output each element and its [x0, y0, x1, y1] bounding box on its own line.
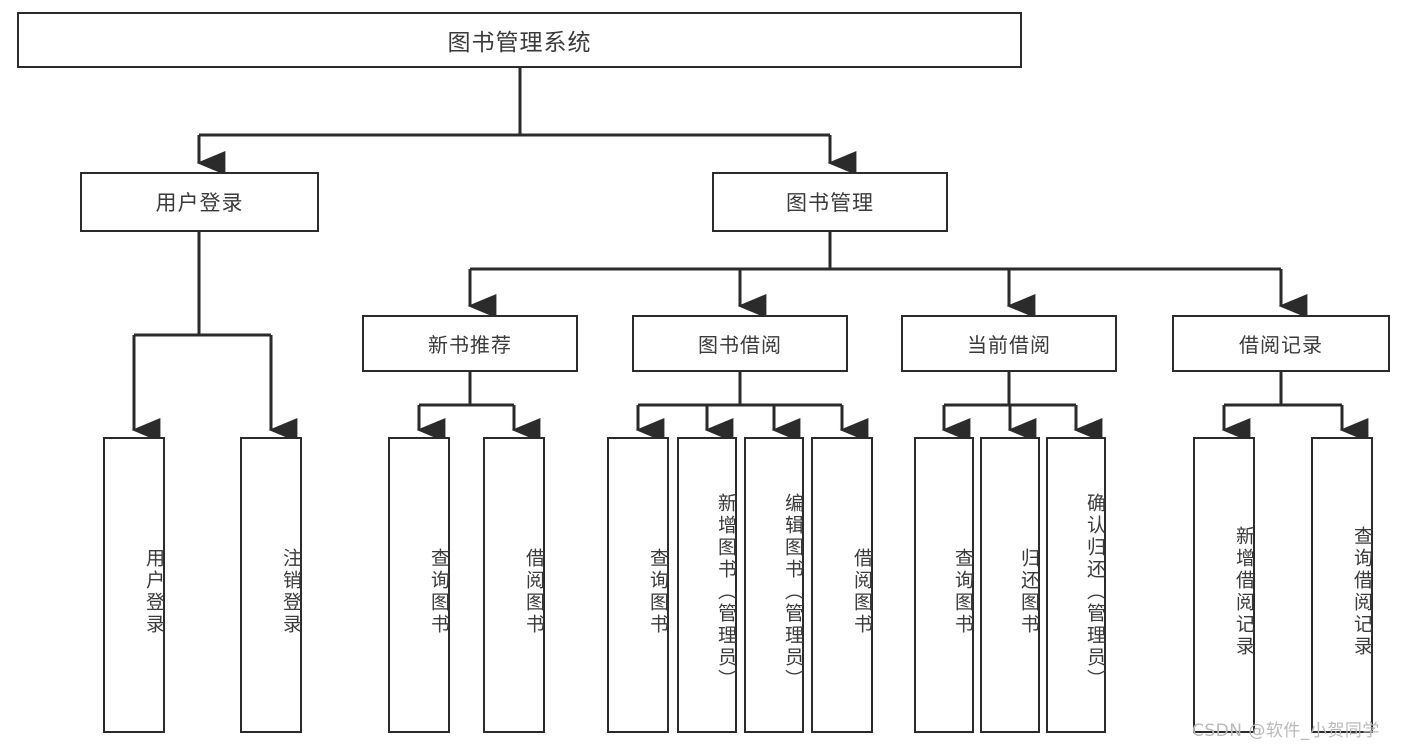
leaf-borrow-add-book-admin[interactable]: 新增图书（管理员）	[677, 437, 737, 733]
leaf-borrow-query-book[interactable]: 查询图书	[607, 437, 669, 733]
leaf-current-query-book[interactable]: 查询图书	[914, 437, 974, 733]
leaf-current-confirm-return-admin[interactable]: 确认归还（管理员）	[1046, 437, 1106, 733]
leaf-record-add-record[interactable]: 新增借阅记录	[1193, 437, 1255, 733]
leaf-borrow-borrow-book[interactable]: 借阅图书	[811, 437, 873, 733]
node-book-management[interactable]: 图书管理	[712, 172, 948, 232]
leaf-new-book-query[interactable]: 查询图书	[388, 437, 450, 733]
leaf-borrow-edit-book-admin[interactable]: 编辑图书（管理员）	[744, 437, 804, 733]
leaf-current-return-book[interactable]: 归还图书	[980, 437, 1040, 733]
leaf-user-login-logout[interactable]: 注销登录	[240, 437, 302, 733]
leaf-record-query-record[interactable]: 查询借阅记录	[1311, 437, 1373, 733]
leaf-new-book-borrow[interactable]: 借阅图书	[483, 437, 545, 733]
node-root[interactable]: 图书管理系统	[17, 12, 1022, 68]
node-borrow-record[interactable]: 借阅记录	[1172, 315, 1390, 372]
watermark-credit: CSDN @软件_小贺同学	[1192, 721, 1380, 741]
node-book-borrow[interactable]: 图书借阅	[632, 315, 848, 372]
node-new-book-recommend[interactable]: 新书推荐	[362, 315, 578, 372]
node-current-borrow[interactable]: 当前借阅	[901, 315, 1117, 372]
leaf-user-login-login[interactable]: 用户登录	[103, 437, 165, 733]
node-user-login[interactable]: 用户登录	[80, 172, 319, 232]
